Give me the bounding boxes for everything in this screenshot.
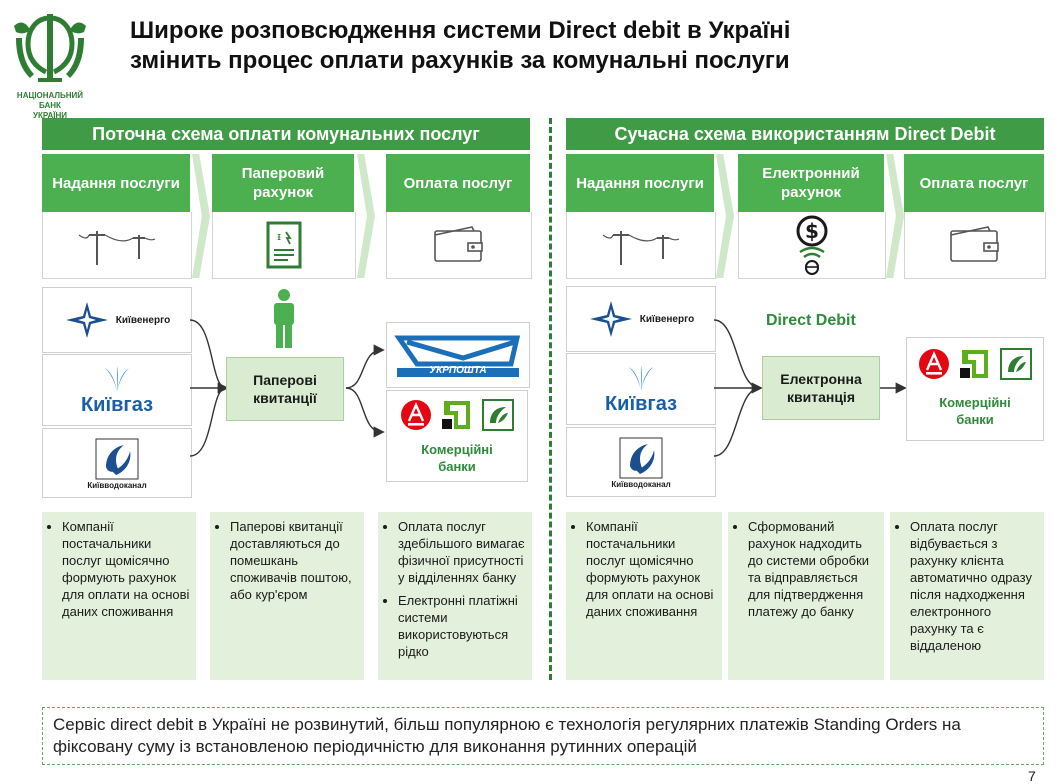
left-desc-3-item-2: Електронні платіжні системи використовую… (398, 592, 526, 660)
nbu-emblem-icon (14, 14, 86, 82)
wallet-icon (950, 226, 999, 262)
oschadbank-icon (1000, 348, 1032, 380)
kyivenergo-star-icon (589, 301, 632, 337)
logo-line-3: УКРАЇНИ (32, 111, 67, 120)
left-desc-2-item: Паперові квитанції доставляються до поме… (230, 518, 358, 603)
right-arrow-2 (886, 154, 904, 278)
left-banks-label: Комерційні банки (421, 442, 493, 474)
left-step-3: Оплата послуг (386, 154, 530, 212)
kyivgaz-flower-icon (619, 364, 663, 391)
right-section-header: Сучасна схема використанням Direct Debit (566, 118, 1044, 150)
logo-line-2: БАНК (39, 101, 61, 110)
left-icon-box-1 (42, 212, 192, 279)
page-title: Широке розповсюдження системи Direct deb… (130, 16, 1030, 76)
kyivvodokanal-label: Київводоканал (611, 479, 671, 489)
person-icon (274, 289, 294, 348)
svg-text:ᵻ: ᵻ (277, 230, 281, 243)
alfa-bank-icon (401, 400, 431, 430)
privatbank-icon (442, 401, 470, 429)
power-line-icon (602, 231, 680, 265)
right-banks-label: Комерційні банки (939, 395, 1011, 427)
left-desc-1: Компанії постачальники послуг щомісячно … (42, 512, 196, 680)
ukrposhta-label: УКРПОШТА (429, 365, 487, 376)
left-flow-arrows (190, 319, 385, 457)
ukrposhta-envelope-icon (394, 335, 521, 377)
left-desc-1-item: Компанії постачальники послуг щомісячно … (62, 518, 190, 620)
left-icon-box-2: ᵻ (212, 212, 356, 279)
left-provider-kyivgaz: Київгаз (42, 354, 192, 426)
right-arrow-1 (716, 154, 734, 278)
direct-debit-label: Direct Debit (766, 312, 856, 329)
right-provider-kyivgaz: Київгаз (566, 353, 716, 425)
right-desc-2: Сформований рахунок надходить до системи… (728, 512, 884, 680)
right-icon-box-2: $ (738, 212, 886, 279)
oschadbank-icon (482, 399, 514, 431)
kyivenergo-star-icon (65, 302, 108, 338)
left-icon-box-3 (386, 212, 532, 279)
left-arrow-1 (192, 154, 210, 278)
title-line-2: змінить процес оплати рахунків за комуна… (130, 47, 790, 74)
section-divider (549, 118, 552, 680)
paper-bill-icon: ᵻ (266, 221, 302, 269)
ukrposhta-logo: УКРПОШТА (386, 322, 530, 388)
left-banks-box: Комерційні банки (386, 390, 528, 482)
title-line-1: Широке розповсюдження системи Direct deb… (130, 17, 791, 44)
kyivenergo-label: Київенерго (639, 313, 695, 325)
left-provider-kyivenergo: Київенерго (42, 287, 192, 353)
page-number: 7 (1028, 768, 1036, 784)
nbu-logo: НАЦІОНАЛЬНИЙ БАНК УКРАЇНИ (8, 8, 92, 122)
privatbank-icon (960, 350, 988, 378)
wallet-icon (434, 226, 483, 262)
right-flow-arrows (714, 319, 907, 457)
left-section-header: Поточна схема оплати комунальних послуг (42, 118, 530, 150)
electronic-payment-icon: $ (796, 215, 828, 275)
right-icon-box-3 (904, 212, 1046, 279)
kyivgaz-label: Київгаз (604, 392, 678, 415)
right-provider-kyivvodokanal: Київводоканал (566, 427, 716, 497)
kyivgaz-flower-icon (95, 365, 139, 392)
kyivvodokanal-drop-icon (619, 437, 663, 478)
logo-line-1: НАЦІОНАЛЬНИЙ (16, 91, 84, 100)
right-step-1: Надання послуги (566, 154, 714, 212)
right-desc-2-item: Сформований рахунок надходить до системи… (748, 518, 878, 620)
footer-note: Сервіс direct debit в Україні не розвину… (42, 707, 1044, 765)
kyivgaz-label: Київгаз (80, 393, 154, 416)
right-desc-1: Компанії постачальники послуг щомісячно … (566, 512, 722, 680)
right-desc-3: Оплата послуг відбувається з рахунку клі… (890, 512, 1044, 680)
kyivenergo-label: Київенерго (115, 314, 171, 326)
kyivvodokanal-label: Київводоканал (87, 480, 147, 490)
right-icon-box-1 (566, 212, 716, 279)
right-step-2: Електронний рахунок (738, 154, 884, 212)
left-step-2: Паперовий рахунок (212, 154, 354, 212)
left-step-1: Надання послуги (42, 154, 190, 212)
right-provider-kyivenergo: Київенерго (566, 286, 716, 352)
svg-text:$: $ (805, 219, 819, 243)
right-center-box: Електронна квитанція (762, 356, 880, 420)
left-provider-kyivvodokanal: Київводоканал (42, 428, 192, 498)
right-desc-1-item: Компанії постачальники послуг щомісячно … (586, 518, 716, 620)
left-arrow-2 (357, 154, 375, 278)
left-desc-2: Паперові квитанції доставляються до поме… (210, 512, 364, 680)
kyivvodokanal-drop-icon (95, 438, 139, 479)
right-banks-box: Комерційні банки (906, 337, 1044, 441)
right-desc-3-item: Оплата послуг відбувається з рахунку клі… (910, 518, 1038, 654)
left-desc-3-item-1: Оплата послуг здебільшого вимагає фізичн… (398, 518, 526, 586)
left-center-box: Паперові квитанції (226, 357, 344, 421)
alfa-bank-icon (919, 349, 949, 379)
right-step-3: Оплата послуг (904, 154, 1044, 212)
power-line-icon (78, 231, 156, 265)
left-desc-3: Оплата послуг здебільшого вимагає фізичн… (378, 512, 532, 680)
